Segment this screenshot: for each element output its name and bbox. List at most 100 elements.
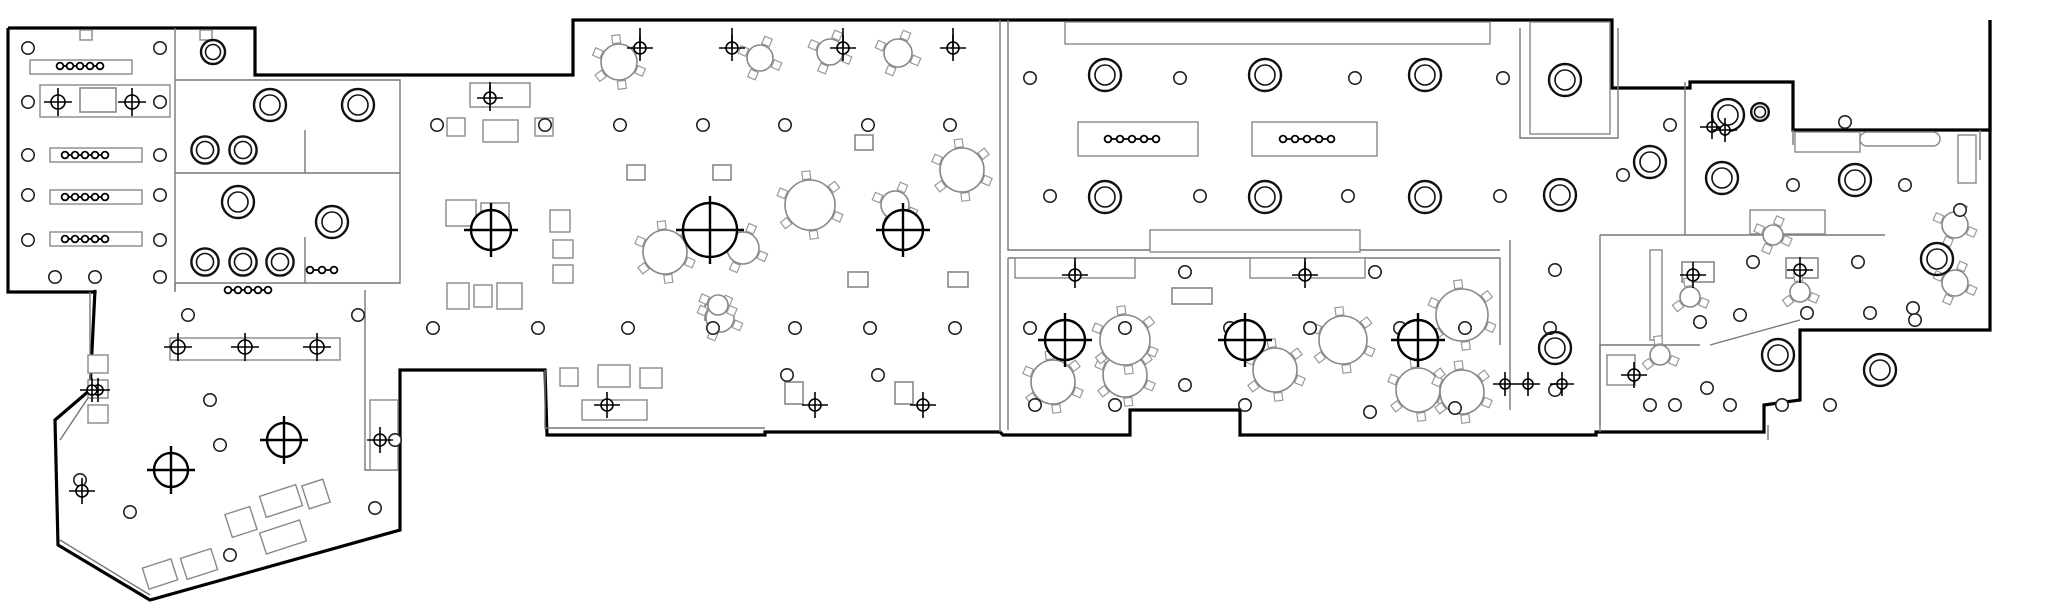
downlight-icon — [1693, 314, 1708, 329]
crosshair-fixture-icon — [1621, 362, 1647, 388]
furniture-piece — [784, 381, 804, 405]
furniture-piece — [224, 505, 258, 539]
downlight-icon — [1775, 397, 1790, 412]
pendant-light-icon — [204, 43, 222, 61]
pendant-light-icon — [1544, 337, 1566, 359]
pendant-light-icon — [1837, 162, 1873, 198]
downlights — [20, 40, 1968, 562]
pendant-light-icon — [321, 211, 343, 233]
downlight-icon — [1616, 168, 1631, 183]
pendant-light-icon — [1407, 179, 1443, 215]
pendant-light-icon — [259, 94, 281, 116]
furniture-piece — [549, 209, 571, 233]
downlight-icon — [153, 148, 168, 163]
downlight-icon — [1838, 115, 1853, 130]
linear-fixture-icon — [1278, 134, 1336, 144]
furniture-piece — [446, 117, 466, 137]
downlight-icon — [1173, 71, 1188, 86]
pendant-light-icon — [1749, 101, 1770, 122]
crosshair-fixture-icon — [594, 392, 620, 418]
crosshair-fixture-icon — [1787, 257, 1813, 283]
downlight-icon — [612, 118, 627, 133]
left-bay-fixtures — [29, 29, 213, 247]
pendant-light-icon — [195, 252, 215, 272]
crosshair-fixture-icon — [1038, 313, 1092, 367]
pendant-light-icon — [1549, 184, 1571, 206]
furniture-piece — [258, 519, 308, 555]
downlight-icon — [947, 320, 962, 335]
downlight-icon — [1363, 404, 1378, 419]
furniture-piece — [446, 282, 470, 310]
downlight-icon — [1043, 189, 1058, 204]
downlight-icon — [153, 95, 168, 110]
pendant-lights — [190, 38, 1955, 388]
pendant-light-icon — [1767, 344, 1789, 366]
downlight-icon — [1823, 397, 1838, 412]
furniture-piece — [1859, 131, 1941, 147]
furniture-piece — [141, 558, 179, 590]
downlight-icon — [1178, 377, 1193, 392]
crosshair-fixture-icon — [1218, 313, 1272, 367]
furniture-piece — [1957, 134, 1977, 184]
pendant-light-icon — [1717, 104, 1739, 126]
crosshair-fixture-icon — [1550, 372, 1574, 396]
linear-fixture-icon — [1103, 134, 1161, 144]
furniture-piece — [1149, 229, 1361, 253]
downlight-icon — [1898, 178, 1913, 193]
downlight-icon — [870, 367, 885, 382]
pendant-light-icon — [1094, 186, 1116, 208]
furniture-piece — [552, 239, 574, 259]
pendant-light-icon — [228, 247, 258, 277]
pendant-light-icon — [228, 135, 258, 165]
round-table — [1932, 260, 1978, 306]
downlight-icon — [223, 547, 238, 562]
downlight-icon — [620, 320, 635, 335]
furniture-piece — [445, 199, 477, 227]
pendant-light-icon — [1919, 241, 1955, 277]
pendant-light-icon — [270, 252, 290, 272]
downlight-icon — [1851, 255, 1866, 270]
downlight-icon — [1348, 71, 1363, 86]
furniture-piece — [894, 381, 914, 405]
crosshair-fixture-icon — [1713, 118, 1737, 142]
downlight-icon — [1118, 320, 1133, 335]
pendant-light-icon — [1753, 105, 1767, 119]
pendant-light-icon — [1542, 177, 1578, 213]
pendant-light-icon — [1247, 57, 1283, 93]
downlight-icon — [1108, 397, 1123, 412]
pendant-light-icon — [190, 247, 220, 277]
downlight-icon — [779, 367, 794, 382]
downlight-icon — [695, 118, 710, 133]
round-table — [807, 29, 853, 75]
furniture-piece — [597, 364, 631, 388]
downlight-icon — [1368, 264, 1383, 279]
crosshair-fixture-icon — [147, 446, 195, 494]
crosshair-fixture-icon — [69, 478, 95, 504]
pendant-light-icon — [265, 247, 295, 277]
pendant-light-icon — [220, 184, 256, 220]
linear-fixture-icon — [305, 265, 339, 275]
downlight-icon — [47, 269, 62, 284]
downlight-icon — [181, 307, 196, 322]
pendant-light-icon — [233, 252, 253, 272]
downlight-icon — [425, 320, 440, 335]
round-table — [1753, 215, 1793, 255]
downlight-icon — [1493, 189, 1508, 204]
downlight-icon — [153, 233, 168, 248]
round-table — [931, 138, 993, 202]
crosshair-fixture-icon — [260, 416, 308, 464]
downlight-icon — [123, 504, 138, 519]
pendant-light-icon — [1094, 64, 1116, 86]
round-table — [1671, 276, 1710, 313]
furniture-piece — [854, 134, 874, 151]
crosshair-fixture-icon — [367, 427, 393, 453]
crosshair-fixture-icon — [303, 333, 331, 361]
linear-fixtures — [55, 61, 1336, 295]
crosshair-fixture-icon — [910, 392, 936, 418]
downlight-icon — [1193, 189, 1208, 204]
furniture-piece — [496, 282, 523, 310]
round-table — [1091, 305, 1159, 375]
crosshair-fixture-icon — [164, 333, 192, 361]
furniture-piece — [1171, 287, 1213, 305]
round-table — [1310, 306, 1376, 374]
